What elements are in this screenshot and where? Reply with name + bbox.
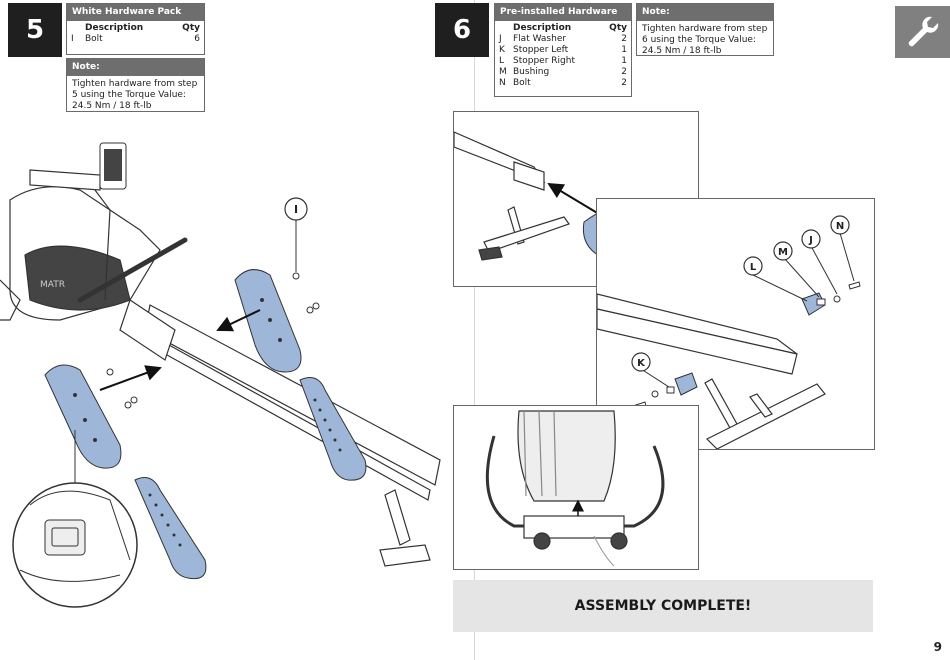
part-qty: 1 — [621, 45, 627, 55]
callout-circle-l — [743, 256, 763, 276]
part-id: L — [499, 56, 505, 66]
detail-panel-rear — [453, 405, 699, 570]
table-row: L Stopper Right 1 — [499, 56, 627, 67]
page-number: 9 — [933, 640, 942, 654]
table-row: I Bolt 6 — [71, 34, 200, 45]
hardware-table-header: Description Qty — [499, 23, 627, 34]
part-id: K — [499, 45, 505, 55]
note-text: Tighten hardware from step 5 using the T… — [72, 79, 198, 111]
callout-j: J — [808, 235, 813, 246]
part-qty: 2 — [621, 67, 627, 77]
table-row: K Stopper Left 1 — [499, 45, 627, 56]
note-text: Tighten hardware from step 6 using the T… — [642, 24, 768, 56]
part-desc: Flat Washer — [513, 34, 567, 44]
part-qty: 6 — [194, 34, 200, 44]
tool-tab — [895, 6, 950, 58]
table-row: N Bolt 2 — [499, 78, 627, 89]
hardware-table: White Hardware Pack Description Qty I Bo… — [66, 3, 205, 55]
part-id: M — [499, 67, 507, 77]
hardware-table-title: Pre-installed Hardware — [495, 4, 631, 21]
hardware-parts — [632, 281, 861, 411]
callout-circle-m — [773, 241, 793, 261]
stopper-left-part — [674, 372, 698, 396]
detail-strap — [19, 490, 131, 582]
hardware-table-6: Pre-installed Hardware Description Qty J… — [494, 3, 632, 97]
part-qty: 2 — [621, 78, 627, 88]
callout-circle-i — [284, 197, 308, 221]
install-arrow-right — [216, 309, 261, 332]
part-desc: Stopper Right — [513, 56, 575, 66]
part-id: N — [499, 78, 506, 88]
part-desc: Bolt — [513, 78, 531, 88]
callout-l: L — [750, 262, 757, 273]
brand-text: MATR — [40, 280, 65, 290]
col-qty: Qty — [609, 23, 627, 33]
callout-circle-n — [830, 215, 850, 235]
footplate-left — [44, 364, 207, 580]
col-description: Description — [513, 23, 572, 33]
col-qty: Qty — [182, 23, 200, 33]
callout-k: K — [637, 358, 646, 369]
note-box: Note: Tighten hardware from step 5 using… — [66, 58, 205, 112]
table-row: M Bushing 2 — [499, 67, 627, 78]
table-row: J Flat Washer 2 — [499, 34, 627, 45]
note-title: Note: — [637, 4, 773, 21]
part-desc: Bushing — [513, 67, 550, 77]
callout-circle-k — [631, 352, 651, 372]
install-arrow-left — [99, 365, 162, 391]
callout-n: N — [836, 221, 844, 232]
note-title: Note: — [67, 59, 204, 76]
part-desc: Bolt — [85, 34, 103, 44]
wrench-icon — [908, 16, 939, 47]
part-id: J — [499, 34, 502, 44]
part-qty: 1 — [621, 56, 627, 66]
stopper-illustration: L M J N K — [597, 215, 861, 449]
handle-bar — [77, 237, 188, 303]
hardware-table-title: White Hardware Pack — [67, 4, 204, 21]
bolt-i-icons — [106, 272, 320, 409]
part-qty: 2 — [621, 34, 627, 44]
left-page-step-5: 5 White Hardware Pack Description Qty I … — [0, 3, 441, 608]
step-number: 5 — [8, 3, 62, 57]
part-id: I — [71, 34, 74, 44]
rear-view-illustration — [485, 410, 665, 567]
callout-m: M — [778, 247, 788, 258]
assembly-complete-banner: ASSEMBLY COMPLETE! — [453, 580, 873, 632]
step-number-6: 6 — [435, 3, 489, 57]
note-box-6: Note: Tighten hardware from step 6 using… — [636, 3, 774, 56]
part-desc: Stopper Left — [513, 45, 569, 55]
col-description: Description — [85, 23, 144, 33]
step-5-illustration: MATR — [0, 142, 441, 608]
callout-i: I — [294, 203, 298, 216]
footplate-right — [234, 269, 367, 481]
hardware-table-header: Description Qty — [71, 23, 200, 34]
callout-circle-j — [801, 229, 821, 249]
page-spine — [474, 0, 475, 660]
